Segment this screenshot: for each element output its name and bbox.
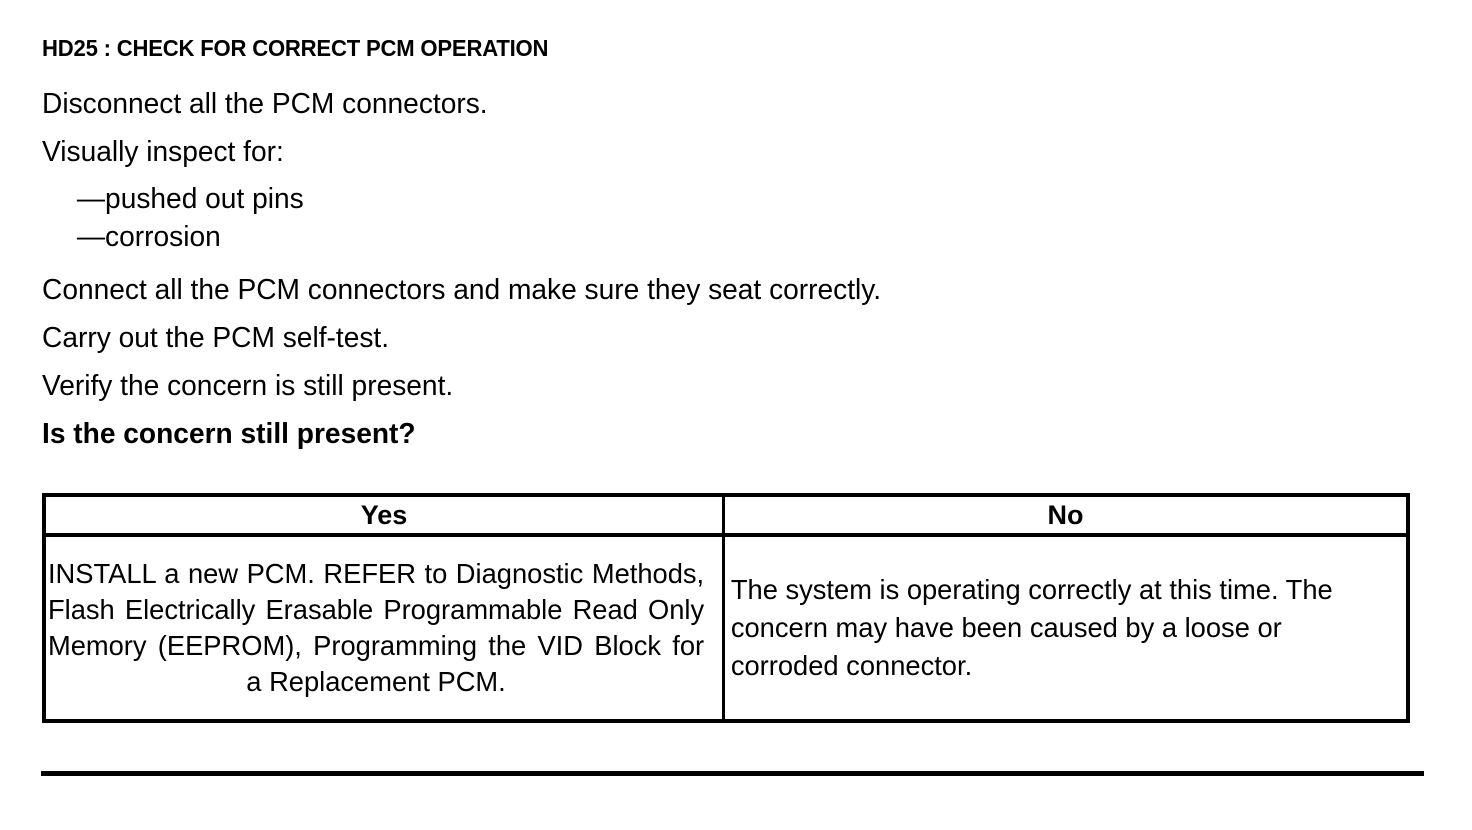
table-header-cell-no: No [725,497,1406,533]
table-cell-yes: INSTALL a new PCM. REFER to Diagnostic M… [46,537,725,719]
page-title: HD25 : CHECK FOR CORRECT PCM OPERATION [42,35,549,61]
decision-table: Yes No INSTALL a new PCM. REFER to Diagn… [42,493,1410,723]
table-header-row: Yes No [46,497,1406,537]
table-header-label-no: No [1047,500,1084,530]
procedure-step-self-test: Carry out the PCM self-test. [42,322,390,354]
inspect-item-corrosion: —corrosion [76,221,221,253]
table-header-label-yes: Yes [360,500,408,530]
procedure-step-disconnect: Disconnect all the PCM connectors. [42,88,488,120]
footer-divider [41,771,1424,776]
procedure-step-inspect: Visually inspect for: [42,136,284,168]
procedure-step-connect: Connect all the PCM connectors and make … [42,274,882,306]
procedure-question: Is the concern still present? [42,418,416,450]
inspect-item-pushed-out-pins: —pushed out pins [76,183,304,215]
table-cell-no: The system is operating correctly at thi… [725,537,1406,719]
step-spacer [42,256,1382,266]
procedure-step-verify: Verify the concern is still present. [42,370,454,402]
table-cell-text-no: The system is operating correctly at thi… [730,574,1333,681]
procedure-steps: Disconnect all the PCM connectors. Visua… [42,80,1382,458]
table-header-cell-yes: Yes [46,497,725,533]
table-row: INSTALL a new PCM. REFER to Diagnostic M… [46,537,1406,719]
table-cell-text-yes: INSTALL a new PCM. REFER to Diagnostic M… [47,558,705,697]
